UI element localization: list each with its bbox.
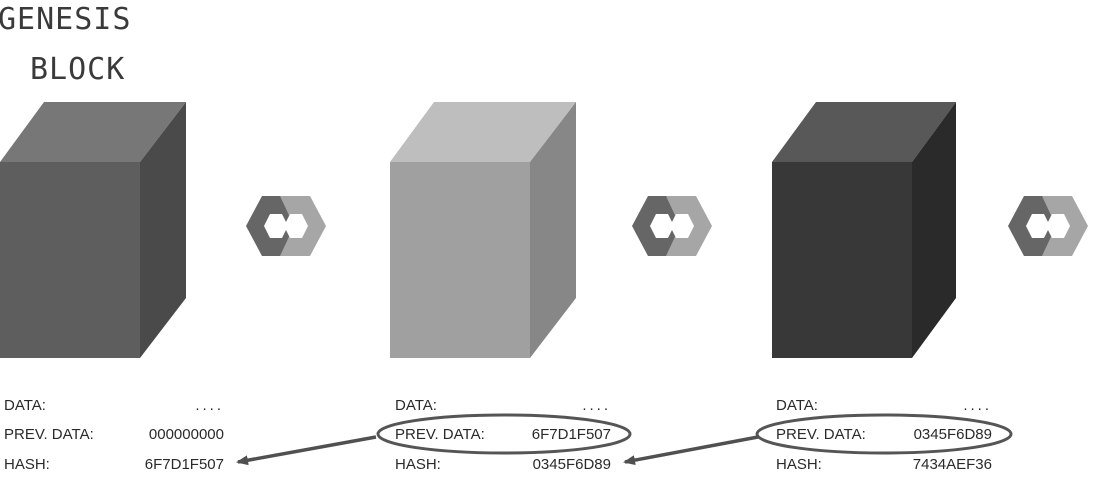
prev-data-value: 6F7D1F507: [531, 426, 611, 443]
prev-data-label: PREV. DATA:: [776, 426, 866, 443]
data-label: DATA:: [776, 397, 818, 414]
prev-data-highlight-3: [755, 413, 1013, 455]
hash-label: HASH:: [4, 456, 50, 473]
block-2-cube: [390, 102, 576, 358]
data-label: DATA:: [4, 397, 46, 414]
block-3-cube: [772, 102, 956, 358]
hash-label: HASH:: [776, 456, 822, 473]
link-arrow-3-to-2: [623, 435, 759, 466]
data-value: ....: [582, 397, 611, 414]
chain-link-icon: [632, 196, 712, 256]
link-arrow-2-to-1: [236, 435, 377, 466]
genesis-block-cube: [0, 102, 186, 358]
diagram-title-line1: GENESIS: [0, 2, 132, 37]
diagram-title-line2: BLOCK: [30, 52, 126, 87]
chain-link-icon: [246, 196, 326, 256]
prev-data-highlight-2: [376, 413, 632, 455]
hash-value: 0345F6D89: [532, 456, 611, 473]
hash-value: 6F7D1F507: [144, 456, 224, 473]
chain-link-icon: [1008, 196, 1088, 256]
hash-value: 7434AEF36: [912, 456, 992, 473]
prev-data-value: 0345F6D89: [913, 426, 992, 443]
data-value: ....: [195, 397, 224, 414]
prev-data-label: PREV. DATA:: [395, 426, 485, 443]
prev-data-label: PREV. DATA:: [4, 426, 94, 443]
hash-label: HASH:: [395, 456, 441, 473]
data-label: DATA:: [395, 397, 437, 414]
prev-data-value: 000000000: [148, 426, 224, 443]
data-value: ....: [963, 397, 992, 414]
